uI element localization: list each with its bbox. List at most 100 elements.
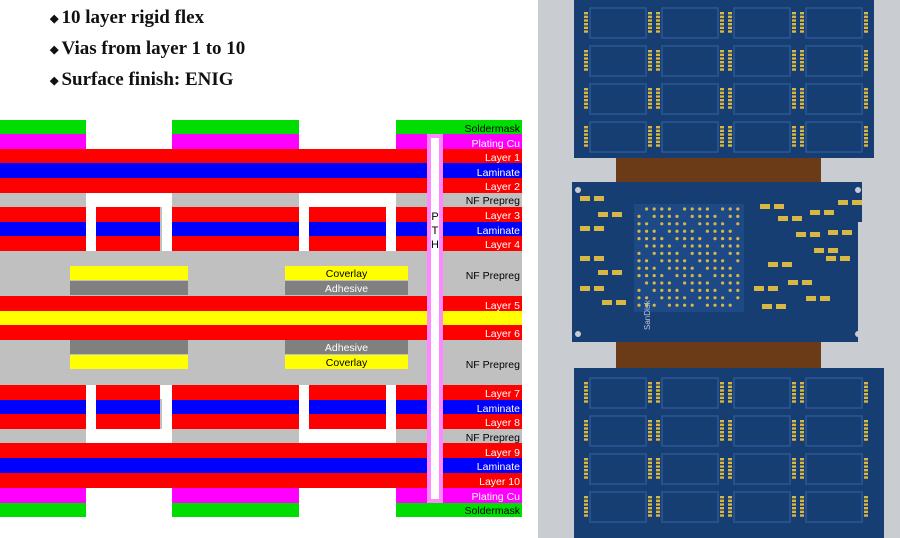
pad: [792, 133, 796, 136]
pad: [648, 510, 652, 514]
pad: [720, 382, 724, 385]
pad: [800, 510, 804, 514]
island-gap: [96, 193, 160, 207]
pad: [656, 23, 660, 26]
bga-ball: [675, 214, 679, 218]
island-band: [309, 400, 386, 414]
pad: [648, 431, 652, 434]
bga-ball: [705, 296, 709, 300]
component-pad: [842, 230, 852, 235]
layer-label: Layer 5: [485, 300, 520, 312]
pad: [800, 102, 804, 106]
pad: [864, 129, 868, 133]
pad: [648, 427, 652, 430]
bga-ball: [728, 266, 732, 270]
pad: [864, 514, 868, 517]
pad: [656, 503, 660, 506]
pad: [728, 434, 732, 438]
pad: [656, 133, 660, 136]
chip-footprint: [661, 121, 719, 153]
pad: [864, 420, 868, 423]
component-pad: [776, 304, 786, 309]
pad: [656, 476, 660, 479]
bullet-item: ◆10 layer rigid flex: [50, 2, 245, 33]
bga-ball: [683, 281, 687, 285]
pad: [864, 385, 868, 389]
layer-6-band: [0, 325, 522, 340]
pad: [864, 469, 868, 472]
pad: [728, 61, 732, 64]
pad: [864, 503, 868, 506]
bga-ball: [660, 288, 664, 292]
chip-footprint: [589, 7, 647, 39]
bga-ball: [705, 222, 709, 226]
pad: [720, 106, 724, 109]
bga-ball: [713, 296, 717, 300]
bga-ball: [660, 296, 664, 300]
soldermask-band: [396, 503, 522, 517]
pad: [864, 88, 868, 91]
bga-ball: [698, 207, 702, 211]
coverlay-pad: [285, 355, 408, 369]
pad: [864, 396, 868, 400]
pad: [720, 30, 724, 33]
pad: [656, 106, 660, 109]
silkscreen-text: SanDisk: [643, 299, 652, 330]
pad: [648, 106, 652, 109]
bga-ball: [637, 229, 641, 233]
bga-ball: [645, 259, 649, 263]
component-pad: [602, 300, 612, 305]
bga-ball: [705, 266, 709, 270]
pad: [800, 400, 804, 403]
bga-ball: [660, 281, 664, 285]
pad: [800, 91, 804, 95]
component-pad: [580, 196, 590, 201]
pad: [864, 126, 868, 129]
pad: [656, 472, 660, 476]
pad: [728, 15, 732, 19]
pad: [720, 461, 724, 465]
bullet-text: Surface finish: ENIG: [61, 69, 234, 90]
coverlay-label: Coverlay: [326, 357, 368, 369]
pad: [648, 61, 652, 64]
pad: [648, 53, 652, 57]
bga-ball: [728, 251, 732, 255]
pad: [728, 19, 732, 22]
pad: [584, 26, 588, 30]
layer-label: Layer 4: [485, 239, 520, 251]
pad: [728, 137, 732, 140]
bga-ball: [645, 296, 649, 300]
pad: [720, 458, 724, 461]
pad: [720, 434, 724, 438]
pad: [728, 133, 732, 136]
pad: [648, 99, 652, 102]
pad: [648, 140, 652, 144]
pad: [728, 50, 732, 53]
pad: [648, 465, 652, 468]
diamond-bullet-icon: ◆: [50, 13, 59, 25]
layer-1-band: [0, 149, 522, 163]
chip-footprint: [661, 491, 719, 523]
bga-ball: [690, 207, 694, 211]
pad: [584, 469, 588, 472]
pad: [584, 57, 588, 60]
component-pad: [768, 286, 778, 291]
pad: [792, 12, 796, 15]
pad: [792, 434, 796, 438]
bullet-item: ◆Surface finish: ENIG: [50, 64, 245, 95]
bga-ball: [645, 281, 649, 285]
pad: [648, 50, 652, 53]
adhesive-pad: [285, 281, 408, 295]
laminate-band: [0, 400, 522, 414]
pad: [656, 15, 660, 19]
pad: [656, 420, 660, 423]
bga-ball: [667, 244, 671, 248]
bga-ball: [705, 303, 709, 307]
pad: [864, 382, 868, 385]
pad: [800, 420, 804, 423]
component-pad: [762, 304, 772, 309]
pad: [720, 126, 724, 129]
pad: [656, 140, 660, 144]
pad: [720, 400, 724, 403]
pad: [800, 431, 804, 434]
